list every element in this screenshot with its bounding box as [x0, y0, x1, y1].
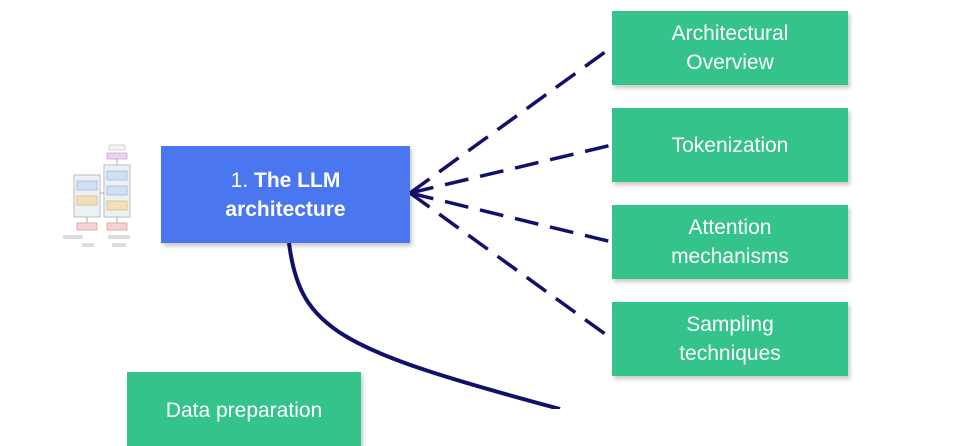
tokenization-node[interactable]: Tokenization: [612, 108, 848, 182]
architectural-overview-node[interactable]: Architectural Overview: [612, 11, 848, 85]
sampling-techniques-node[interactable]: Sampling techniques: [612, 302, 848, 376]
attention-mechanisms-label: Attention mechanisms: [671, 216, 789, 268]
architectural-overview-label: Architectural Overview: [671, 22, 789, 74]
connector-lines: [287, 45, 614, 409]
dashed-connector-3: [409, 191, 613, 244]
transformer-architecture-diagram-icon: [63, 144, 131, 247]
llm-architecture-node[interactable]: 1. The LLM architecture: [161, 146, 410, 243]
main-node-label: The LLM architecture: [225, 168, 346, 221]
attention-mechanisms-node[interactable]: Attention mechanisms: [612, 205, 848, 279]
sampling-techniques-label: Sampling techniques: [679, 313, 781, 365]
data-preparation-node[interactable]: Data preparation: [127, 372, 361, 446]
dashed-connectors: [408, 45, 614, 341]
main-node-number: 1.: [230, 168, 249, 192]
curved-connector: [287, 242, 561, 409]
dashed-connector-1: [408, 45, 614, 195]
data-preparation-label: Data preparation: [165, 399, 323, 422]
tokenization-label: Tokenization: [671, 133, 789, 157]
dashed-connector-4: [408, 191, 614, 341]
transformer-architecture-thumbnail: [60, 143, 140, 255]
